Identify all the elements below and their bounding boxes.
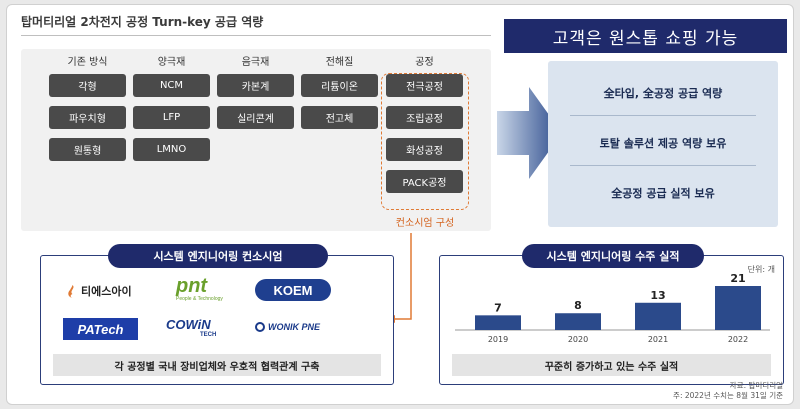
chip-formation-process: 화성공정 <box>386 138 463 161</box>
chip-pouch: 파우치형 <box>49 106 126 129</box>
chip-lfp: LFP <box>133 106 210 129</box>
tick-label-2019: 2019 <box>488 335 508 344</box>
column-header: 양극재 <box>157 57 186 68</box>
chip-li-ion: 리튬이온 <box>301 74 378 97</box>
connector-arrow-icon <box>387 233 412 323</box>
chip-lmno: LMNO <box>133 138 210 161</box>
chip-solid-state: 전고체 <box>301 106 378 129</box>
source-line: 주: 2022년 수치는 8월 31일 기준 <box>673 391 783 400</box>
source-line: 자료: 탑머티리얼 <box>729 381 783 390</box>
tsi-logo: 티에스아이 <box>67 283 132 299</box>
bar-2022 <box>715 286 761 330</box>
chip-prismatic: 각형 <box>49 74 126 97</box>
consortium-footer: 각 공정별 국내 장비업체와 우호적 협력관계 구축 <box>53 354 381 376</box>
orders-footer: 꾸준히 증가하고 있는 수주 실적 <box>452 354 771 376</box>
category-panel: 기존 방식 각형 파우치형 원통형 양극재 NCM LFP LMNO 음극재 카… <box>21 49 491 231</box>
bar-2021 <box>635 302 681 330</box>
column-existing-type: 기존 방식 각형 파우치형 원통형 <box>49 55 126 170</box>
capability-panel: 全타입, 全공정 공급 역량 토탈 솔루션 제공 역량 보유 全공정 공급 실적… <box>548 61 778 227</box>
column-header: 음극재 <box>241 57 270 68</box>
chip-carbon: 카본계 <box>217 74 294 97</box>
capability-divider <box>570 165 756 166</box>
chip-ncm: NCM <box>133 74 210 97</box>
wonik-pne-logo: WONIK PNE <box>255 322 320 332</box>
bar-2019 <box>475 315 521 330</box>
slide-title: 탑머티리얼 2차전지 공정 Turn-key 공급 역량 <box>21 15 264 29</box>
column-electrolyte: 전해질 리튬이온 전고체 <box>301 55 378 138</box>
capability-item: 토탈 솔루션 제공 역량 보유 <box>599 137 727 150</box>
bar-2020 <box>555 313 601 330</box>
pnt-logo: pnt People & Technology <box>176 275 223 302</box>
source-note: 자료: 탑머티리얼 주: 2022년 수치는 8월 31일 기준 <box>673 381 783 401</box>
chip-silicon: 실리콘계 <box>217 106 294 129</box>
right-arrow-icon <box>497 87 562 179</box>
unit-label: 단위: 개 <box>747 265 775 274</box>
column-process: 공정 전극공정 조립공정 화성공정 PACK공정 <box>386 55 463 202</box>
tick-label-2022: 2022 <box>728 335 748 344</box>
data-label-2019: 7 <box>494 301 502 314</box>
column-anode: 음극재 카본계 실리콘계 <box>217 55 294 138</box>
consortium-header: 시스템 엔지니어링 컨소시엄 <box>108 244 328 268</box>
koem-logo: KOEM <box>255 279 331 301</box>
tick-label-2021: 2021 <box>648 335 668 344</box>
chip-assembly-process: 조립공정 <box>386 106 463 129</box>
orders-panel: 시스템 엔지니어링 수주 실적 단위: 개 7 2019 8 2020 13 2021 21… <box>439 244 784 385</box>
tick-label-2020: 2020 <box>568 335 588 344</box>
column-header: 전해질 <box>325 57 354 68</box>
tsi-mark-icon <box>67 284 78 298</box>
column-header: 공정 <box>415 57 434 68</box>
title-divider <box>21 35 491 36</box>
wonik-ring-icon <box>255 322 265 332</box>
column-cathode: 양극재 NCM LFP LMNO <box>133 55 210 170</box>
capability-item: 全공정 공급 실적 보유 <box>611 187 715 200</box>
chip-electrode-process: 전극공정 <box>386 74 463 97</box>
data-label-2020: 8 <box>574 299 582 312</box>
capability-item: 全타입, 全공정 공급 역량 <box>603 87 723 100</box>
column-header: 기존 방식 <box>67 57 108 68</box>
data-label-2021: 13 <box>650 289 665 302</box>
process-highlight-box <box>381 73 469 210</box>
capability-divider <box>570 115 756 116</box>
chip-cylindrical: 원통형 <box>49 138 126 161</box>
data-label-2022: 21 <box>730 272 745 285</box>
cowin-logo: COWiN TECH <box>166 317 217 339</box>
one-stop-banner: 고객은 원스톱 쇼핑 가능 <box>504 19 787 53</box>
chip-pack-process: PACK공정 <box>386 170 463 193</box>
patech-logo: PATech <box>63 318 138 340</box>
orders-header: 시스템 엔지니어링 수주 실적 <box>522 244 704 268</box>
consortium-panel: 시스템 엔지니어링 컨소시엄 티에스아이 pnt People & Techno… <box>40 244 394 385</box>
consortium-caption: 컨소시엄 구성 <box>395 218 455 229</box>
slide-frame: 탑머티리얼 2차전지 공정 Turn-key 공급 역량 고객은 원스톱 쇼핑 … <box>6 4 794 405</box>
orders-bar-chart: 7 2019 8 2020 13 2021 21 2022 <box>455 272 770 344</box>
